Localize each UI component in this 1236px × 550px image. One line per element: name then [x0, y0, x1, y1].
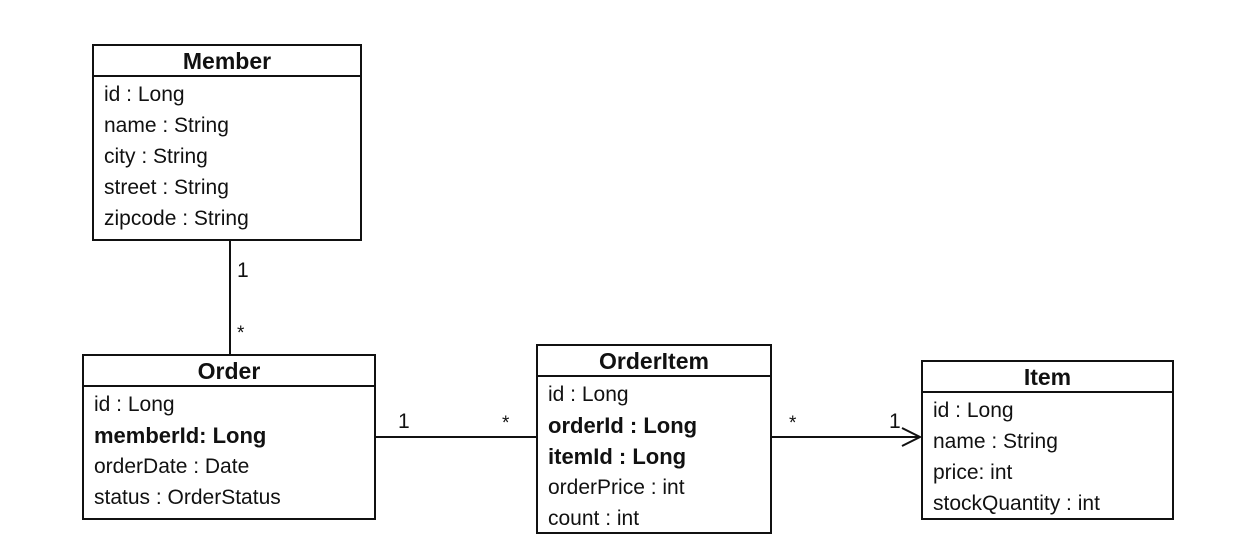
order-orderitem-source-multiplicity: 1 [398, 410, 410, 433]
arrowhead-icon [901, 427, 923, 447]
order-item-attr-id: id : Long [548, 383, 629, 406]
item-attr-id: id : Long [933, 399, 1014, 422]
entity-member-attributes: id : Long name : String city : String st… [94, 77, 360, 234]
entity-member[interactable]: Member id : Long name : String city : St… [92, 44, 362, 241]
entity-member-title: Member [94, 46, 360, 77]
order-attr-member-id: memberId: Long [94, 423, 267, 448]
member-attr-street: street : String [104, 176, 229, 199]
entity-order[interactable]: Order id : Long memberId: Long orderDate… [82, 354, 376, 520]
order-item-attr-count: count : int [548, 507, 640, 530]
entity-order-attributes: id : Long memberId: Long orderDate : Dat… [84, 387, 374, 513]
entity-item-attributes: id : Long name : String price: int stock… [923, 393, 1172, 519]
entity-item[interactable]: Item id : Long name : String price: int … [921, 360, 1174, 520]
member-attr-zipcode: zipcode : String [104, 207, 249, 230]
item-attr-stock-quantity: stockQuantity : int [933, 492, 1100, 515]
orderitem-item-target-multiplicity: 1 [889, 410, 901, 433]
entity-order-item[interactable]: OrderItem id : Long orderId : Long itemI… [536, 344, 772, 534]
entity-order-title: Order [84, 356, 374, 387]
item-attr-name: name : String [933, 430, 1058, 453]
member-order-source-multiplicity: 1 [237, 259, 249, 282]
order-attr-order-date: orderDate : Date [94, 455, 250, 478]
member-order-target-multiplicity: * [237, 323, 245, 344]
order-item-attr-order-id: orderId : Long [548, 413, 698, 438]
order-attr-status: status : OrderStatus [94, 486, 281, 509]
order-item-attr-order-price: orderPrice : int [548, 476, 685, 499]
entity-order-item-title: OrderItem [538, 346, 770, 377]
order-item-attr-item-id: itemId : Long [548, 444, 687, 469]
member-attr-name: name : String [104, 114, 229, 137]
item-attr-price: price: int [933, 461, 1013, 484]
order-attr-id: id : Long [94, 393, 175, 416]
member-attr-city: city : String [104, 145, 208, 168]
entity-item-title: Item [923, 362, 1172, 393]
member-attr-id: id : Long [104, 83, 185, 106]
orderitem-item-source-multiplicity: * [789, 413, 797, 434]
entity-order-item-attributes: id : Long orderId : Long itemId : Long o… [538, 377, 770, 534]
order-orderitem-target-multiplicity: * [502, 413, 510, 434]
